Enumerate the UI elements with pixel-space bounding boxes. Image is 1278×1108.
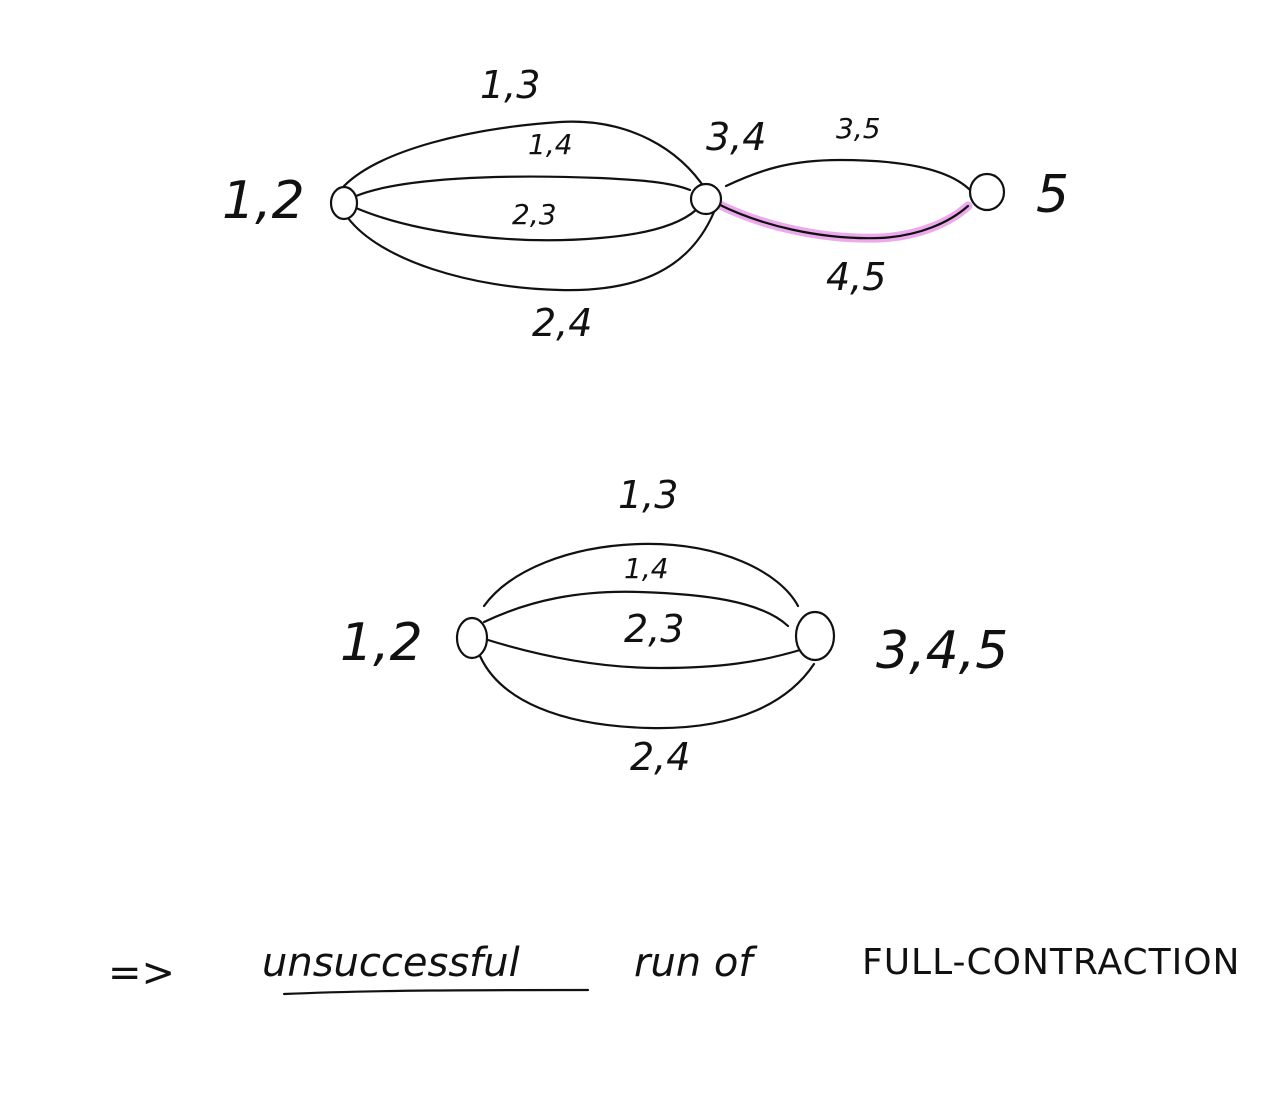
node-1-2 (329, 185, 359, 221)
node-label-3-4-5: 3,4,5 (876, 621, 1008, 681)
edge-label-1-3: 1,3 (618, 473, 678, 517)
edge-label-3-5: 3,5 (836, 112, 881, 145)
node-3-4 (689, 182, 723, 216)
edge-label-2-3: 2,3 (512, 198, 557, 231)
edge-2-4 (346, 210, 716, 292)
emphasis-underline (282, 988, 590, 996)
node-label-3-4: 3,4 (706, 115, 766, 159)
edge-1-3 (342, 120, 708, 192)
edge-label-2-4: 2,4 (532, 301, 592, 345)
node-5 (968, 172, 1006, 212)
conclusion-emphasis: unsuccessful (262, 940, 520, 986)
edge-label-2-4: 2,4 (630, 735, 690, 779)
edge-1-4 (482, 590, 790, 628)
implies-arrow: => (108, 950, 175, 996)
edge-2-4 (478, 654, 816, 730)
edge-label-1-4: 1,4 (624, 552, 669, 585)
edge-label-2-3: 2,3 (624, 607, 684, 651)
edge-1-3 (482, 542, 800, 608)
node-label-1-2: 1,2 (340, 613, 423, 673)
graph-before: 1,2 3,4 5 1,3 1,4 2,3 2,4 3,5 4,5 (222, 63, 1069, 345)
node-3-4-5 (794, 610, 836, 662)
edge-4-5 (716, 202, 970, 240)
algorithm-name: FULL-CONTRACTION (862, 942, 1240, 983)
edge-1-4 (354, 175, 692, 198)
edge-label-1-3: 1,3 (480, 63, 540, 107)
edge-highlight-4-5 (713, 199, 973, 243)
edge-label-1-4: 1,4 (528, 128, 573, 161)
conclusion-middle: run of (634, 940, 758, 986)
graph-after: 1,2 3,4,5 1,3 1,4 2,3 2,4 (340, 473, 1008, 779)
edge-label-4-5: 4,5 (826, 255, 886, 299)
edge-2-3 (354, 206, 698, 242)
conclusion: => unsuccessful run of FULL-CONTRACTION (108, 940, 1240, 996)
edge-2-3 (486, 638, 802, 670)
node-1-2 (455, 616, 489, 660)
edge-3-5 (724, 158, 974, 194)
node-label-1-2: 1,2 (222, 171, 305, 231)
node-label-5: 5 (1036, 165, 1069, 225)
